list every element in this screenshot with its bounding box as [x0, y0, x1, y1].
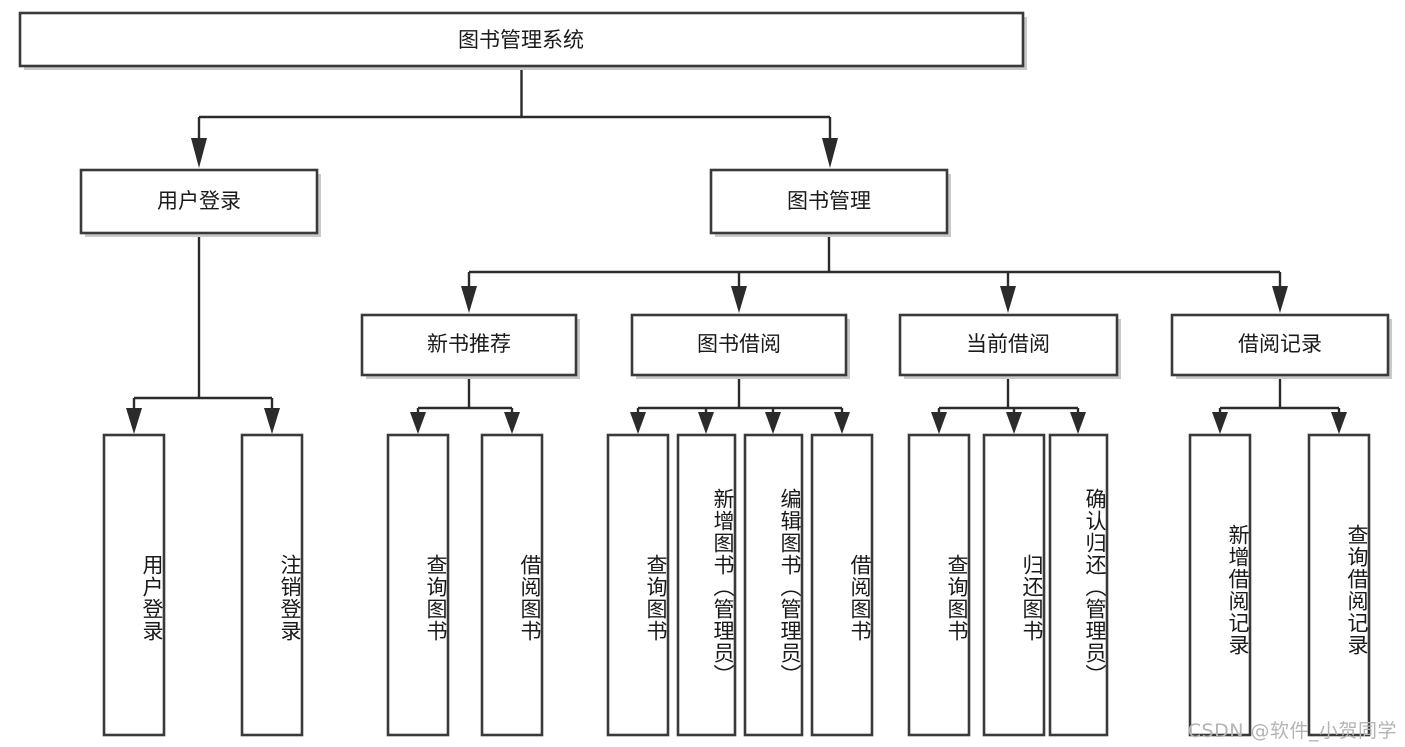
leaf-node-rect — [1307, 433, 1371, 737]
leaf-node[interactable]: 编辑图书（管理员） — [743, 433, 804, 737]
node-new-book-recommend[interactable]: 新书推荐 — [360, 313, 580, 379]
node-new-book-recommend-label: 新书推荐 — [427, 332, 511, 356]
node-borrow-record[interactable]: 借阅记录 — [1170, 313, 1392, 379]
leaf-node-rect — [102, 433, 166, 737]
leaf-node-label: 借阅图书 — [848, 553, 872, 642]
leaf-node[interactable]: 新增图书（管理员） — [676, 433, 737, 737]
leaf-node-label: 查询图书 — [644, 553, 668, 642]
arrow-to-new-book-rec — [461, 286, 477, 313]
arrow-borrow-leaf-4 — [834, 412, 850, 434]
arrow-to-leaf-logout — [264, 408, 280, 434]
leaf-node-label: 新增借阅记录 — [1226, 524, 1250, 656]
arrow-to-borrow-record — [1272, 286, 1288, 313]
node-root-rect — [18, 11, 1025, 68]
node-root[interactable]: 图书管理系统 — [18, 11, 1027, 70]
leaf-node[interactable]: 注销登录 — [240, 433, 304, 737]
leaf-node-rect — [982, 433, 1046, 737]
leaf-node-rect — [743, 433, 804, 737]
leaf-node[interactable]: 借阅图书 — [480, 433, 544, 737]
leaf-node-label: 查询借阅记录 — [1345, 524, 1369, 656]
leaf-node-label: 借阅图书 — [518, 553, 542, 642]
leaf-node-rect — [386, 433, 450, 737]
arrow-newbook-leaf-1 — [410, 412, 426, 434]
leaf-node-rect — [676, 433, 737, 737]
leaf-node[interactable]: 用户登录 — [102, 433, 166, 737]
leaf-node-label: 归还图书 — [1020, 553, 1044, 642]
node-book-borrow[interactable]: 图书借阅 — [630, 313, 850, 379]
arrow-borrow-leaf-3 — [765, 412, 781, 434]
node-new-book-recommend-rect — [360, 313, 578, 377]
leaf-node-label: 注销登录 — [278, 553, 302, 642]
node-current-borrow[interactable]: 当前借阅 — [898, 313, 1121, 379]
leaf-node-label: 用户登录 — [140, 553, 164, 642]
node-book-borrow-label: 图书借阅 — [697, 332, 781, 356]
node-current-borrow-label: 当前借阅 — [966, 332, 1050, 356]
node-user-login-label: 用户登录 — [157, 189, 241, 213]
arrow-to-current-borrow — [1000, 286, 1016, 313]
leaf-node[interactable]: 确认归还（管理员） — [1048, 433, 1109, 737]
connector-layer — [126, 66, 1347, 434]
leaf-node-rect — [810, 433, 874, 737]
arrow-current-leaf-2 — [1006, 412, 1022, 434]
leaf-node-label: 确认归还（管理员） — [1083, 488, 1107, 686]
leaf-node-rect — [240, 433, 304, 737]
arrow-to-book-borrow — [731, 286, 747, 313]
leaf-node[interactable]: 查询图书 — [386, 433, 450, 737]
arrow-borrow-leaf-1 — [630, 412, 646, 434]
arrow-current-leaf-1 — [931, 412, 947, 434]
node-book-management-rect — [709, 168, 949, 235]
leaf-node[interactable]: 新增借阅记录 — [1188, 433, 1252, 737]
node-current-borrow-rect — [898, 313, 1119, 377]
arrow-record-leaf-2 — [1331, 412, 1347, 434]
node-book-borrow-rect — [630, 313, 848, 377]
leaf-node-label: 编辑图书（管理员） — [778, 488, 802, 686]
node-borrow-record-rect — [1170, 313, 1390, 377]
arrow-current-leaf-3 — [1070, 412, 1086, 434]
leaf-node-rect — [1188, 433, 1252, 737]
leaf-node-rect — [606, 433, 670, 737]
arrow-record-leaf-1 — [1212, 412, 1228, 434]
node-book-management[interactable]: 图书管理 — [709, 168, 951, 237]
leaf-node[interactable]: 查询图书 — [606, 433, 670, 737]
node-book-management-label: 图书管理 — [787, 189, 871, 213]
leaf-node[interactable]: 借阅图书 — [810, 433, 874, 737]
leaf-node-label: 新增图书（管理员） — [711, 488, 735, 686]
leaf-node[interactable]: 归还图书 — [982, 433, 1046, 737]
node-root-label: 图书管理系统 — [458, 28, 584, 52]
node-borrow-record-label: 借阅记录 — [1238, 332, 1322, 356]
leaf-node-rect — [480, 433, 544, 737]
arrow-to-user-login — [191, 138, 207, 168]
leaf-node[interactable]: 查询图书 — [907, 433, 971, 737]
node-user-login[interactable]: 用户登录 — [79, 168, 321, 237]
node-user-login-rect — [79, 168, 319, 235]
leaf-node[interactable]: 查询借阅记录 — [1307, 433, 1371, 737]
leaf-node-label: 查询图书 — [945, 553, 969, 642]
leaf-node-rect — [907, 433, 971, 737]
leaf-node-rect — [1048, 433, 1109, 737]
arrow-borrow-leaf-2 — [698, 412, 714, 434]
arrow-to-leaf-user-login — [126, 408, 142, 434]
arrow-to-book-mgmt — [822, 138, 838, 168]
arrow-newbook-leaf-2 — [504, 412, 520, 434]
leaf-node-label: 查询图书 — [424, 553, 448, 642]
